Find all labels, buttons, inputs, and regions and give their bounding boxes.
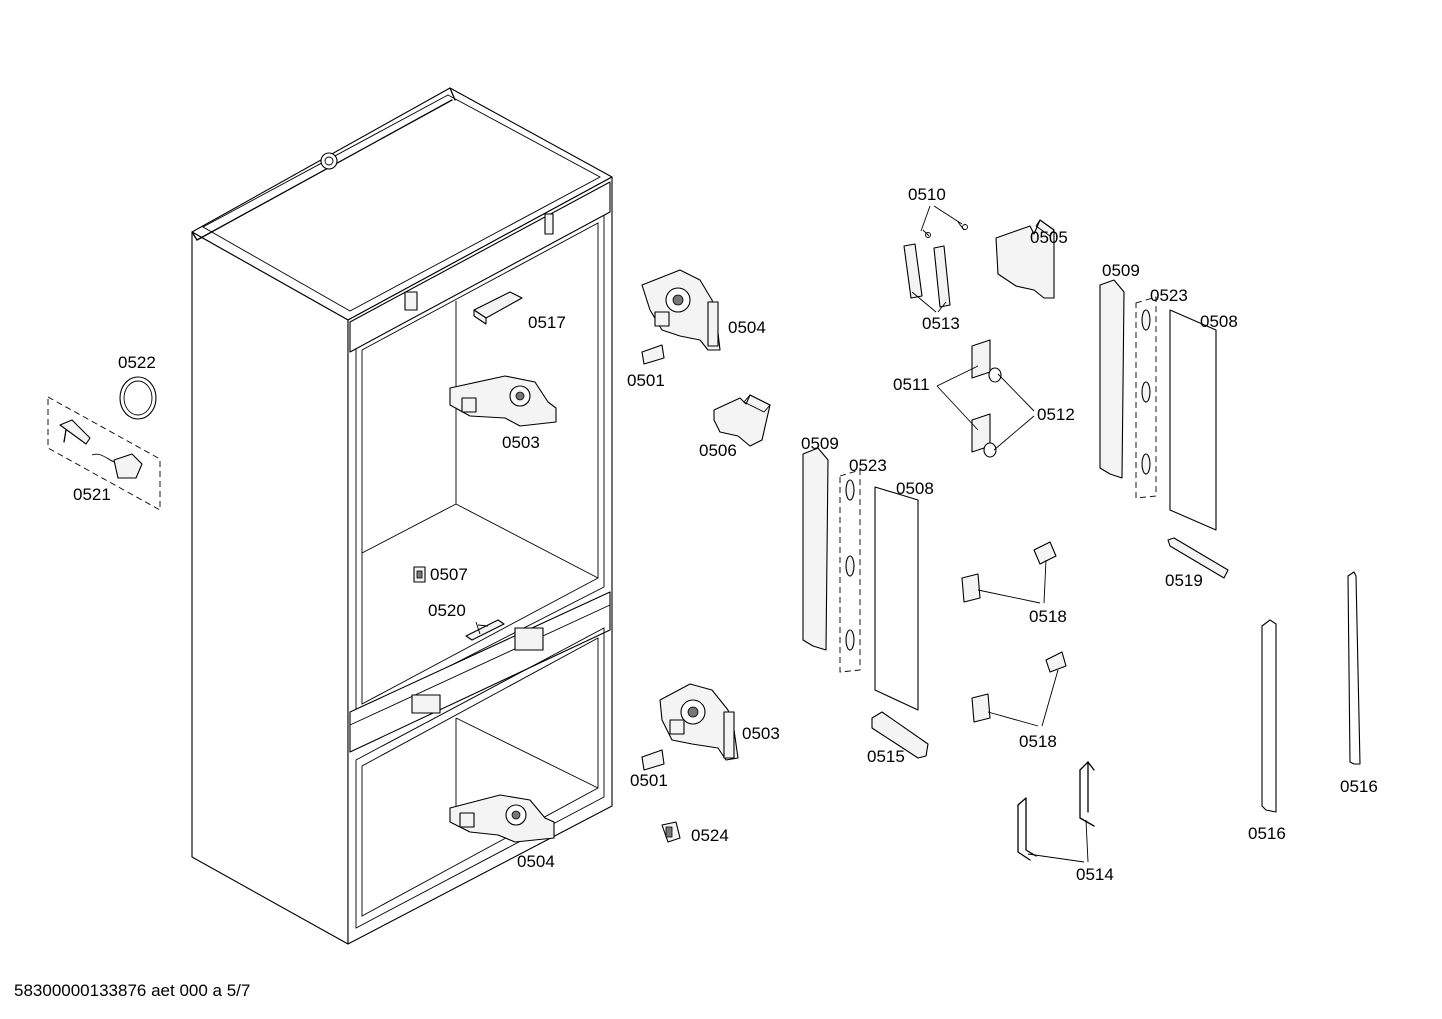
part-0516-strip-right — [1347, 571, 1361, 765]
label-0505: 0505 — [1030, 228, 1068, 247]
label-0501-upper: 0501 — [627, 371, 665, 390]
label-0510: 0510 — [908, 185, 946, 204]
part-0508-panel-right — [1169, 309, 1217, 531]
part-0522-ring — [119, 376, 157, 420]
label-0504-lower: 0504 — [517, 852, 555, 871]
label-0523: 0523 — [1150, 286, 1188, 305]
part-0501-shim-upper — [641, 344, 665, 365]
label-0518-lower: 0518 — [1019, 732, 1057, 751]
part-0503-hinge-exploded — [659, 683, 739, 761]
label-0501-lower: 0501 — [630, 771, 668, 790]
label-0519: 0519 — [1165, 571, 1203, 590]
part-0501-shim-lower — [641, 749, 665, 771]
label-0515: 0515 — [867, 747, 905, 766]
part-0503-hinge-upper — [449, 375, 557, 427]
part-0523-strip-left — [839, 469, 861, 673]
part-0504-hinge-exploded — [641, 269, 721, 351]
part-0511-0512-supports — [971, 339, 1002, 458]
label-0524: 0524 — [691, 826, 729, 845]
label-0514: 0514 — [1076, 865, 1114, 884]
label-0516-right: 0516 — [1340, 777, 1378, 796]
label-0523-left: 0523 — [849, 456, 887, 475]
label-0511: 0511 — [893, 375, 930, 394]
part-0520-plate — [465, 619, 505, 641]
label-0504-upper: 0504 — [728, 318, 766, 337]
label-0508-left: 0508 — [896, 479, 934, 498]
part-0508-panel-left — [874, 486, 919, 711]
part-0521-sensor — [47, 396, 161, 511]
label-0516-left: 0516 — [1248, 824, 1286, 843]
part-0505-bracket — [995, 219, 1055, 299]
part-0524-clip — [661, 821, 681, 843]
label-0507: 0507 — [430, 565, 468, 584]
label-0508: 0508 — [1200, 312, 1238, 331]
part-0518-stops-lower — [971, 651, 1067, 723]
label-0503-lower: 0503 — [742, 724, 780, 743]
part-0516-strip-left — [1261, 619, 1277, 813]
part-0509-panel-left — [802, 447, 829, 651]
part-0523-strip-right — [1135, 296, 1157, 499]
part-0519-rail — [1167, 537, 1229, 579]
part-0517-bracket — [473, 291, 523, 325]
label-0509-left: 0509 — [801, 434, 839, 453]
label-0517: 0517 — [528, 313, 566, 332]
label-0518-upper: 0518 — [1029, 607, 1067, 626]
part-0518-stops-upper — [961, 541, 1057, 603]
leader-lines — [477, 205, 1089, 863]
label-0522: 0522 — [118, 353, 156, 372]
part-0514-brackets — [1017, 761, 1095, 861]
label-0513: 0513 — [922, 314, 960, 333]
part-labels: 0510 0505 0509 0523 0508 0513 0511 0512 … — [73, 185, 1378, 884]
label-0512: 0512 — [1037, 405, 1075, 424]
part-0515-rail — [871, 711, 929, 759]
label-0509: 0509 — [1102, 261, 1140, 280]
label-0520: 0520 — [428, 601, 466, 620]
part-0506-bracket — [713, 394, 771, 447]
part-0507-clip — [413, 566, 426, 583]
refrigerator-cabinet — [191, 87, 613, 945]
part-0510-0513-brackets — [903, 221, 968, 308]
part-0504-hinge-lower — [449, 794, 555, 843]
document-reference-footer: 58300000133876 aet 000 a 5/7 — [14, 981, 251, 1000]
part-0509-panel-right — [1099, 279, 1125, 479]
label-0521: 0521 — [73, 485, 111, 504]
label-0503-upper: 0503 — [502, 433, 540, 452]
label-0506: 0506 — [699, 441, 737, 460]
